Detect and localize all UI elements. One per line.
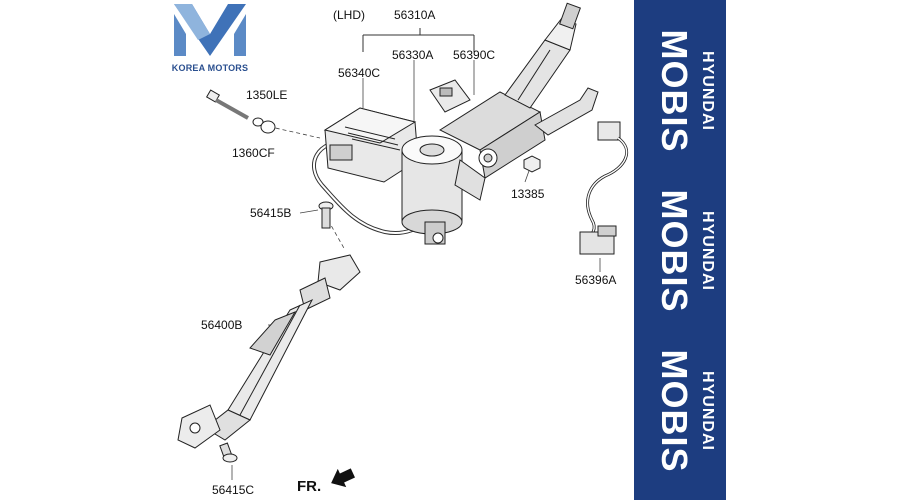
brand-block-3: HYUNDAI MOBIS [638, 340, 722, 482]
intermediate-shaft-56400b [177, 254, 361, 449]
brand-main-text: MOBIS [654, 189, 695, 313]
bolt-56415c [219, 442, 238, 463]
part-label-56415b: 56415B [250, 206, 292, 220]
front-arrow-icon [331, 468, 355, 488]
brand-main-text: MOBIS [654, 349, 695, 473]
switch-56390c [429, 79, 471, 113]
part-label-56310a: 56310A [394, 8, 436, 22]
upper-shaft [504, 2, 581, 109]
bolt-56415b [318, 201, 334, 229]
nut-13385 [523, 155, 541, 173]
sensor-harness-56396a [579, 121, 629, 255]
part-label-56396a: 56396A [575, 273, 617, 287]
brand-top-text: HYUNDAI [699, 371, 716, 451]
part-label-56340c: 56340C [338, 66, 381, 80]
washer-1360cf [252, 117, 264, 127]
hyundai-mobis-banner: HYUNDAI MOBIS HYUNDAI MOBIS HYUNDAI MOBI… [634, 0, 726, 500]
part-label-56390c: 56390C [453, 48, 496, 62]
brand-top-text: HYUNDAI [699, 51, 716, 131]
tilt-lever [534, 87, 599, 136]
part-label-56400b: 56400B [201, 318, 243, 332]
part-label-1360cf: 1360CF [232, 146, 275, 160]
logo-text: KOREA MOTORS [171, 63, 249, 73]
washer-1360cf-outer [260, 120, 276, 134]
front-direction-label: FR. [297, 478, 322, 495]
brand-block-1: HYUNDAI MOBIS [638, 20, 722, 162]
part-label-1350le: 1350LE [246, 88, 288, 102]
column-housing-56310a [438, 91, 546, 201]
korea-motors-logo [174, 4, 246, 56]
variant-label: (LHD) [333, 8, 365, 22]
brand-top-text: HYUNDAI [699, 211, 716, 291]
ecu-module-56340c [323, 107, 419, 183]
label-bracket [362, 28, 475, 52]
brand-main-text: MOBIS [654, 29, 695, 153]
bolt-1350le [205, 89, 249, 120]
part-label-56330a: 56330A [392, 48, 434, 62]
part-label-56415c: 56415C [212, 483, 255, 497]
part-label-13385: 13385 [511, 187, 545, 201]
brand-block-2: HYUNDAI MOBIS [638, 180, 722, 322]
motor-56330a [401, 135, 463, 245]
